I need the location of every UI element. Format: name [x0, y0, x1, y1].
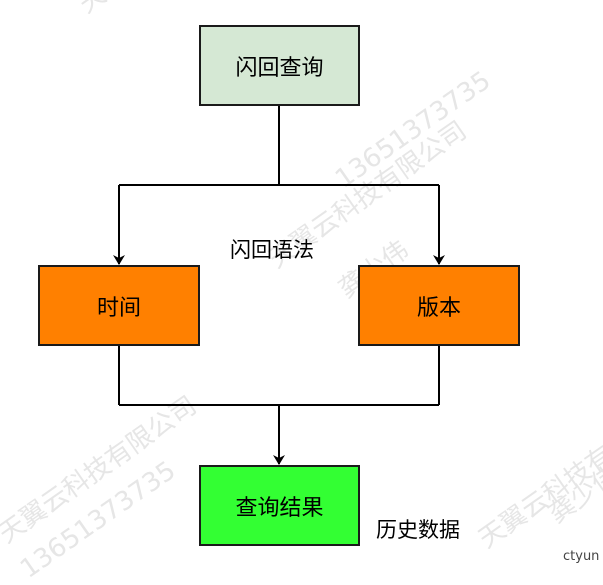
flashback-syntax-label: 闪回语法: [230, 238, 314, 262]
connector-lines: [113, 105, 445, 465]
query-result-label: 查询结果: [235, 495, 324, 521]
flashback-query-label: 闪回查询: [235, 55, 324, 81]
version-label: 版本: [416, 295, 461, 321]
footer-brand: ctyun: [563, 549, 600, 564]
historical-data-label: 历史数据: [376, 518, 460, 542]
query-result-node: 查询结果: [199, 465, 360, 546]
time-node: 时间: [38, 265, 200, 346]
flashback-query-node: 闪回查询: [199, 25, 360, 106]
version-node: 版本: [358, 265, 520, 346]
time-label: 时间: [96, 295, 141, 321]
